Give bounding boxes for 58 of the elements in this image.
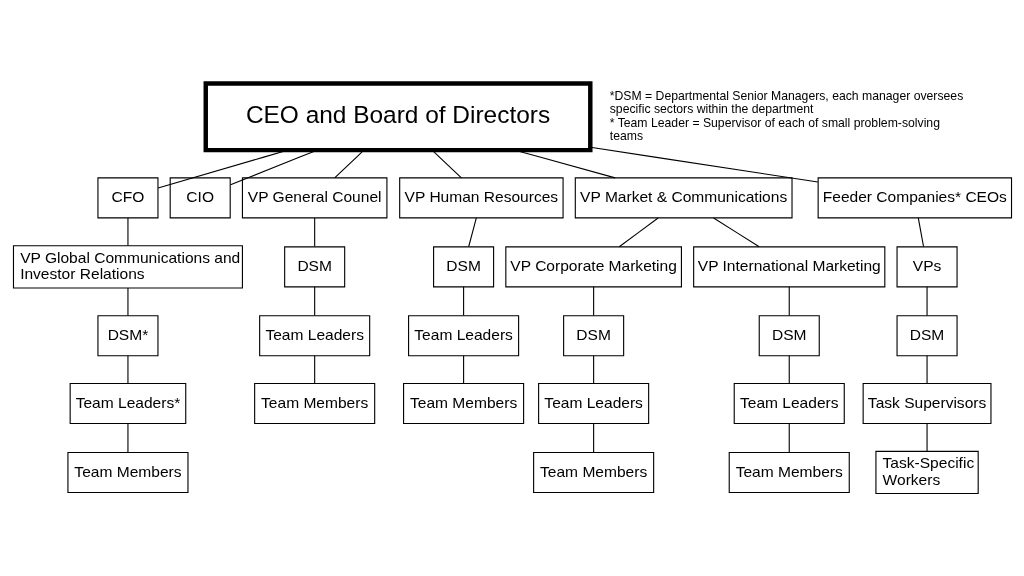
node-box: Team Members — [402, 382, 524, 424]
connector — [513, 149, 616, 178]
node-box: VP Market & Communications — [574, 176, 793, 218]
connector — [788, 285, 790, 316]
connector — [462, 354, 464, 384]
node-box: Team Leaders — [733, 382, 845, 424]
node-box: VP Human Resources — [398, 176, 564, 218]
connector — [126, 286, 128, 316]
connector — [589, 146, 818, 183]
node-box: Team Leaders — [258, 314, 370, 356]
connector — [926, 354, 928, 384]
node-box: DSM — [562, 314, 624, 356]
connector — [126, 354, 128, 384]
node-box: VPs — [896, 245, 958, 287]
connector — [313, 216, 315, 247]
node-box: DSM — [283, 245, 345, 287]
connector — [592, 422, 594, 453]
node-box: Team Members — [66, 451, 189, 493]
node-box: Team Leaders* — [69, 382, 186, 424]
connector — [592, 354, 594, 384]
node-box: VP Corporate Marketing — [504, 245, 682, 287]
node-box: Task Supervisors — [862, 382, 991, 424]
connector — [917, 216, 924, 247]
connector — [788, 354, 790, 384]
node-box: Task-Specific Workers — [874, 450, 979, 494]
connector — [592, 285, 594, 316]
node-box: VP International Marketing — [692, 245, 885, 287]
connector — [926, 285, 928, 316]
connector — [126, 216, 128, 246]
node-box: Team Leaders — [537, 382, 649, 424]
label: * Team Leader = Supervisor of each of small problem-solving teams — [609, 115, 940, 143]
connector — [618, 216, 659, 247]
connector — [313, 354, 315, 384]
connector — [788, 422, 790, 453]
connector — [467, 216, 477, 247]
connector — [313, 285, 315, 316]
node-box: VP Global Communications and Investor Relations — [12, 244, 243, 288]
node-box: DSM* — [96, 314, 158, 356]
connector — [926, 422, 928, 452]
connector — [712, 216, 760, 247]
node-box: CIO — [169, 176, 231, 218]
node-box: Feeder Companies* CEOs — [817, 176, 1012, 218]
node-box: VP General Counel — [241, 176, 387, 218]
node-box: DSM — [758, 314, 820, 356]
node-box: Team Members — [253, 382, 375, 424]
node-box: Team Leaders — [407, 314, 519, 356]
connector — [126, 422, 128, 453]
node-box: DSM — [432, 245, 494, 287]
connector — [431, 149, 462, 178]
node-box: DSM — [896, 314, 958, 356]
node-box: Team Members — [728, 451, 850, 493]
node-box: Team Members — [532, 451, 654, 493]
node-box: CFO — [96, 176, 158, 218]
connector — [333, 149, 364, 178]
connector — [462, 285, 464, 316]
label: *DSM = Departmental Senior Managers, each manager oversees specific sectors within the department — [609, 88, 963, 116]
connector — [157, 149, 288, 189]
node-box: CEO and Board of Directors — [203, 80, 593, 152]
